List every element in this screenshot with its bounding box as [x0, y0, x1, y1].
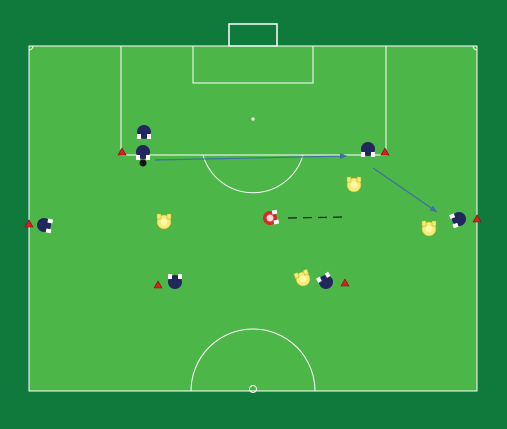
cones: [24, 147, 482, 289]
pitch: [28, 23, 478, 393]
team-red: [262, 209, 280, 226]
pass-arrow: [372, 167, 438, 213]
goal: [228, 23, 278, 47]
player-blue-3[interactable]: [361, 142, 375, 157]
pitch-surface: [28, 45, 478, 392]
player-blue-2[interactable]: [136, 145, 150, 160]
movements: [154, 153, 438, 219]
player-yellow-3[interactable]: [421, 220, 437, 237]
team-blue: [36, 125, 468, 292]
cone-marker: [380, 147, 390, 156]
player-yellow-2[interactable]: [156, 213, 172, 230]
cone-marker: [340, 278, 350, 287]
corner-arc-right: [472, 45, 478, 51]
player-red-1[interactable]: [262, 209, 280, 226]
cone-marker: [117, 147, 127, 156]
cone-marker: [24, 219, 34, 228]
player-blue-6[interactable]: [168, 274, 182, 289]
cone-marker: [472, 214, 482, 223]
player-yellow-4[interactable]: [293, 268, 312, 288]
player-blue-5[interactable]: [449, 210, 468, 229]
penalty-arc: [202, 154, 304, 194]
player-yellow-1[interactable]: [346, 176, 362, 193]
penalty-spot: [251, 117, 255, 121]
team-yellow: [156, 176, 437, 288]
goal-area: [192, 45, 314, 84]
pass-arrow: [154, 153, 348, 161]
cone-marker: [153, 280, 163, 289]
center-spot: [249, 385, 257, 393]
dribble-path: [287, 216, 345, 219]
center-circle-arc: [190, 328, 316, 392]
player-blue-7[interactable]: [315, 271, 336, 292]
player-blue-1[interactable]: [137, 125, 151, 139]
player-blue-4[interactable]: [36, 217, 54, 234]
ball: [139, 159, 147, 167]
corner-arc-left: [28, 45, 34, 51]
